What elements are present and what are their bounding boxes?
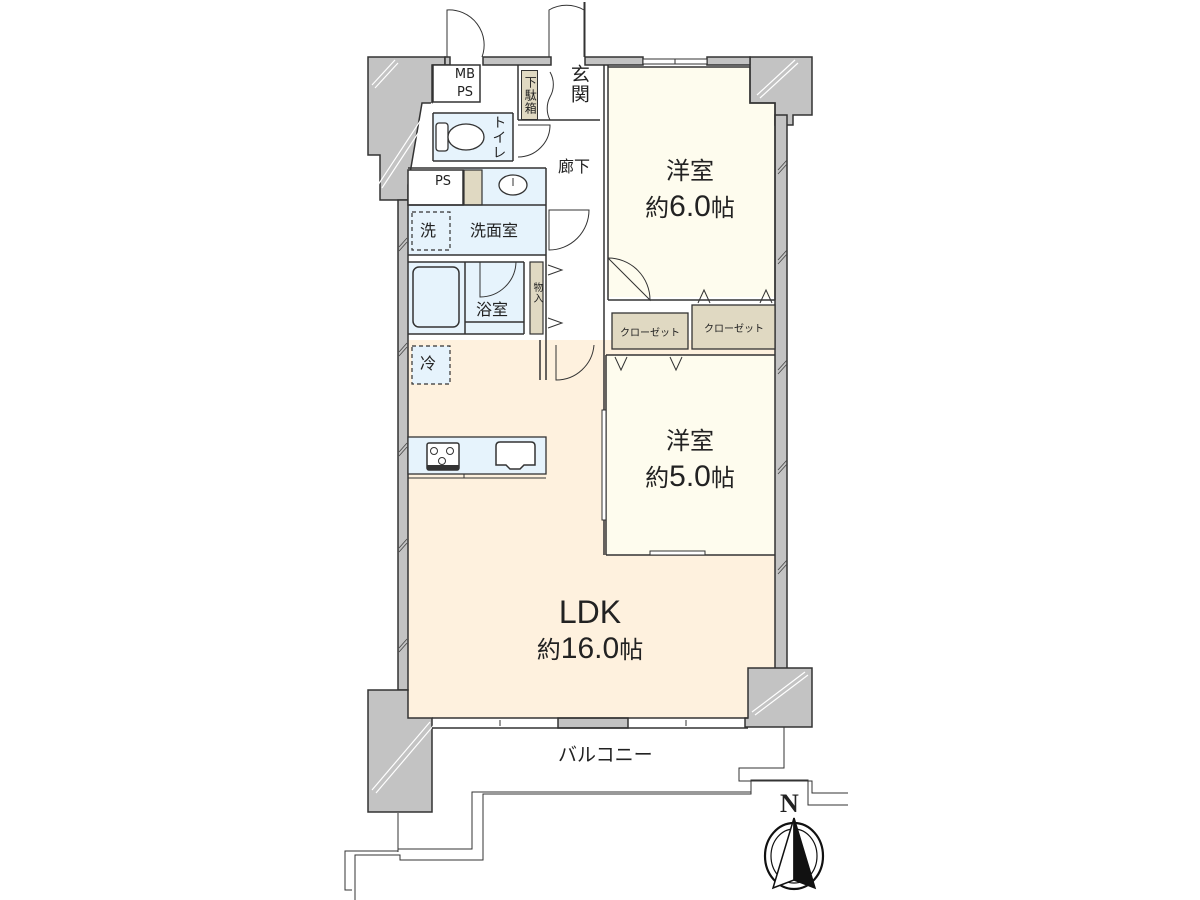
area-value: 6.0 [669,190,711,224]
closet-2-label: クローゼット [704,324,764,335]
area-prefix: 約 [645,464,670,493]
ldk-name: LDK [558,594,622,630]
hallway-label: 廊下 [558,157,591,176]
balcony-label: バルコニー [558,744,653,766]
western-room-1-name: 洋室 [666,157,714,185]
stove-fixture [426,442,460,471]
area-prefix: 約 [536,636,561,665]
mb-label: MB [454,67,476,82]
compass-north-label: N [780,789,799,818]
area-value: 16.0 [560,632,620,666]
western-room-1: 洋室 約6.0帖 [620,157,760,224]
western-room-2: 洋室 約5.0帖 [620,427,760,494]
fridge-space [411,345,451,385]
compass-icon [763,817,825,891]
area-unit: 帖 [710,194,735,223]
ldk-room: LDK 約16.0帖 [510,594,670,666]
area-value: 5.0 [669,460,711,494]
balcony-outline [344,727,848,900]
toilet-fixture [435,122,485,152]
bathroom-label: 浴室 [476,300,509,319]
kitchen-sink-fixture [495,441,536,470]
storage-label: 物入 [531,282,542,304]
closet-1-label: クローゼット [620,328,680,339]
area-unit: 帖 [619,636,644,665]
western-room-2-name: 洋室 [666,427,714,455]
ps-small-label: PS [434,174,452,189]
shoe-box-label: 下駄箱 [521,70,539,120]
washroom-fill [408,205,546,255]
area-prefix: 約 [645,194,670,223]
western-room-2-fill [606,355,775,555]
sink-fixture [498,174,528,196]
doors [446,2,773,381]
washer-label: 洗 [420,221,437,240]
fridge-label: 冷 [420,354,437,373]
western-room-1-fill [608,67,775,297]
washroom-label: 洗面室 [470,221,519,240]
windows [601,58,708,556]
toilet-label: トイレ [490,115,507,160]
washer-space [411,211,451,251]
area-unit: 帖 [710,464,735,493]
walls [367,56,813,813]
entrance-label: 玄関 [567,64,590,104]
ps-label: PS [456,85,474,100]
